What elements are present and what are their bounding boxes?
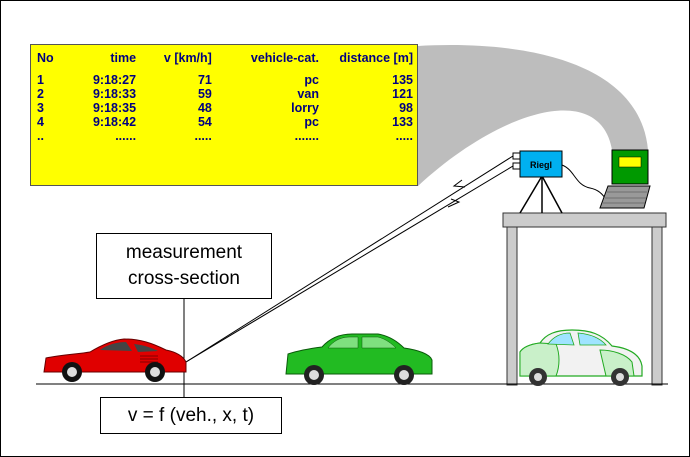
table-cell: 71 — [197, 73, 212, 87]
table-cell: ....... — [294, 129, 319, 143]
table-cell: 133 — [392, 115, 413, 129]
table-cell: 4 — [37, 115, 44, 129]
table-cell: 98 — [399, 101, 413, 115]
riegl-device-label: Riegl — [529, 160, 552, 170]
table-cell: ...... — [115, 129, 137, 143]
table-cell: 54 — [197, 115, 212, 129]
cross-section-label-line: cross-section — [128, 268, 240, 289]
column-header: v [km/h] — [163, 51, 212, 65]
table-row: .. ...... ..... ....... ..... — [37, 129, 413, 143]
table-cell: 9:18:42 — [92, 115, 137, 129]
table-row: 1 9:18:27 71 pc 135 — [37, 73, 413, 87]
tripod — [519, 175, 563, 214]
table-row: 2 9:18:33 59 van 121 — [37, 87, 413, 101]
table-cell: 2 — [37, 87, 44, 101]
beam-arrow-return — [452, 179, 466, 188]
green-sedan — [285, 333, 433, 385]
callout-balloon — [418, 45, 648, 186]
measurement-data-table: No time v [km/h] vehicle-cat. distance [… — [30, 44, 418, 186]
table-row: 3 9:18:35 48 lorry 98 — [37, 101, 413, 115]
table-cell: pc — [304, 73, 319, 87]
device-lens — [512, 152, 521, 160]
table-cell: 3 — [37, 101, 44, 115]
table-cell: 9:18:33 — [92, 87, 137, 101]
column-header: time — [110, 51, 137, 65]
table-cell: 121 — [392, 87, 413, 101]
table-header-row: No time v [km/h] vehicle-cat. distance [… — [37, 51, 413, 73]
cross-section-label-box: measurement cross-section — [96, 233, 272, 299]
red-sports-car — [43, 338, 187, 382]
beam-arrow-outgoing — [447, 198, 461, 208]
column-header: No — [37, 51, 54, 65]
data-table-grid: No time v [km/h] vehicle-cat. distance [… — [37, 51, 413, 143]
table-cell: ..... — [395, 129, 413, 143]
table-cell: ..... — [194, 129, 212, 143]
cable — [561, 164, 607, 201]
laser-beams — [185, 155, 514, 363]
device-lens — [512, 162, 521, 170]
column-header: vehicle-cat. — [250, 51, 319, 65]
table-cell: 9:18:27 — [92, 73, 137, 87]
table-cell: .. — [37, 129, 44, 143]
riegl-device — [519, 150, 563, 178]
table-cell: 59 — [197, 87, 212, 101]
citroen-2cv — [519, 329, 643, 386]
table-cell: 48 — [197, 101, 212, 115]
table-cell: pc — [304, 115, 319, 129]
column-header: distance [m] — [339, 51, 413, 65]
table-cell: 135 — [392, 73, 413, 87]
speed-formula-box: v = f (veh., x, t) — [100, 397, 282, 434]
table-cell: van — [297, 87, 319, 101]
table-row: 4 9:18:42 54 pc 133 — [37, 115, 413, 129]
cross-section-label-line: measurement — [125, 242, 243, 263]
table-cell: 1 — [37, 73, 44, 87]
table-cell: 9:18:35 — [92, 101, 137, 115]
gantry — [502, 212, 667, 386]
table-cell: lorry — [291, 101, 319, 115]
laptop-icon — [599, 149, 651, 209]
